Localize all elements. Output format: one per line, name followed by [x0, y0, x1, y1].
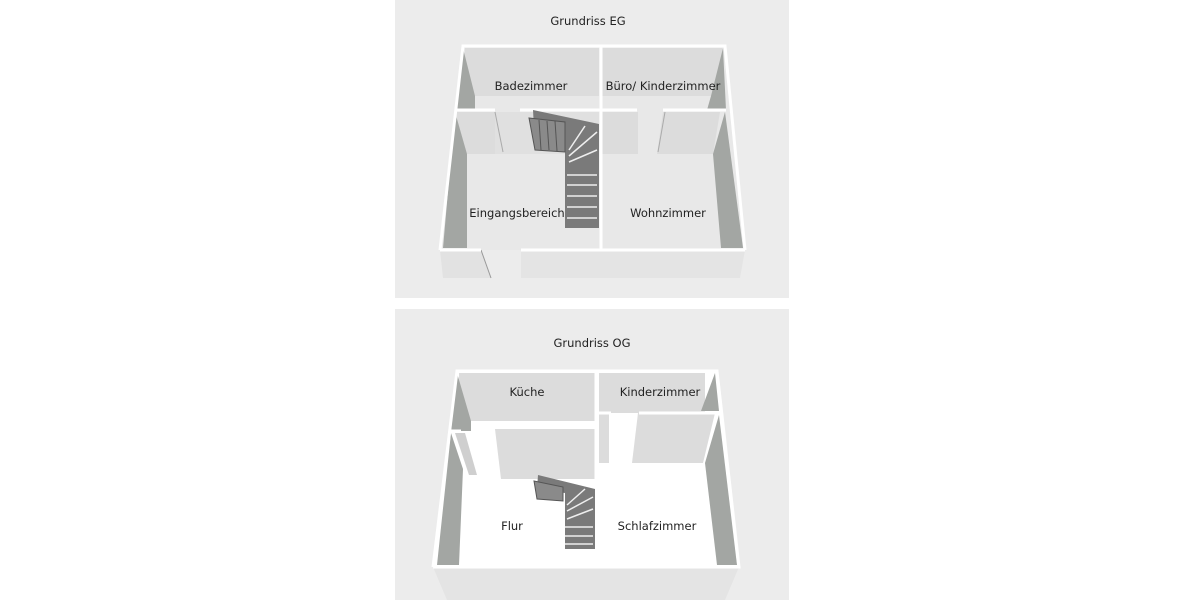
room-label: Eingangsbereich	[469, 206, 565, 220]
floorplan-title: Grundriss OG	[553, 336, 631, 350]
floorplan-title: Grundriss EG	[550, 14, 626, 28]
room-label: Flur	[501, 519, 523, 533]
floorplan-eg: Grundriss EG Badezimmer Büro/ Kinderzimm…	[395, 0, 789, 298]
floorplan-og-drawing	[431, 369, 741, 600]
room-label: Badezimmer	[494, 79, 568, 93]
staircase-eg	[528, 110, 599, 228]
room-label: Küche	[509, 385, 545, 399]
floorplan-eg-drawing	[438, 44, 747, 279]
room-label: Wohnzimmer	[630, 206, 706, 220]
room-label: Büro/ Kinderzimmer	[605, 79, 721, 93]
floorplan-og: Grundriss OG Küche Kinderzimmer Flur Sch…	[395, 309, 789, 600]
room-label: Kinderzimmer	[619, 385, 701, 399]
room-label: Schlafzimmer	[617, 519, 697, 533]
staircase-og	[533, 475, 595, 549]
